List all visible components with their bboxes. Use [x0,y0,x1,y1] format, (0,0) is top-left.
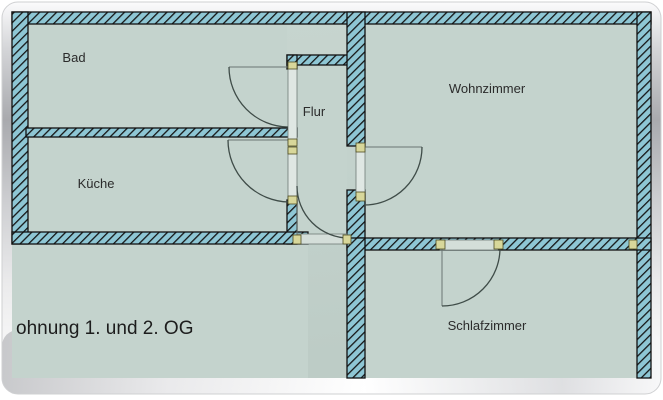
walls [11,11,652,379]
door-swings [227,66,501,307]
opening-wohn-schlaf [439,239,499,251]
jamb-sz-right [493,239,504,250]
wall-mid-left [11,231,309,245]
plan-title: ohnung 1. und 2. OG [16,318,193,339]
jamb-flur-s-left [292,234,302,245]
room-label-bad: Bad [62,50,85,65]
door-to-kueche[interactable] [227,139,290,203]
jamb-bad-top [287,61,298,70]
opening-bad [287,65,298,145]
door-to-bad[interactable] [228,66,289,128]
room-label-flur: Flur [303,104,326,119]
room-fills [12,24,637,378]
wall-flur-right-upper [346,11,366,147]
room-wohnzimmer-area [365,24,637,238]
jamb-wz-bot [355,191,366,202]
door-flur-south[interactable] [296,185,350,239]
room-label-schlafzimmer: Schlafzimmer [448,318,527,333]
room-label-wohnzimmer: Wohnzimmer [449,81,526,96]
door-jambs [287,61,638,250]
jamb-wz-top [355,142,366,153]
opening-kueche [287,149,298,201]
jamb-sz-left [435,239,446,250]
room-schlafzimmer-area [365,250,637,378]
wall-outer-right [636,11,652,379]
door-to-schlafzimmer[interactable] [441,247,501,307]
wall-bad-kueche [25,127,298,138]
jamb-flur-s-right [342,234,352,245]
room-kueche-area [28,137,287,232]
room-flur-area [297,65,347,234]
room-label-kueche: Küche [78,176,115,191]
jamb-bad-bottom [287,138,298,147]
door-to-wohnzimmer[interactable] [363,146,423,206]
room-bad-area [28,24,287,128]
room-lower-left-area [12,244,308,378]
opening-wohnzimmer [355,145,366,195]
wall-outer-top [11,11,652,25]
jamb-kueche-bot [287,195,298,205]
wall-mid-right [356,237,652,251]
wall-vertical-spine [346,237,366,379]
jamb-mid-right-end [628,239,638,250]
room-labels: Bad Küche Flur Wohnzimmer Schlafzimmer [62,50,527,333]
jamb-kueche-top [287,146,298,155]
opening-flur-south [296,233,348,245]
